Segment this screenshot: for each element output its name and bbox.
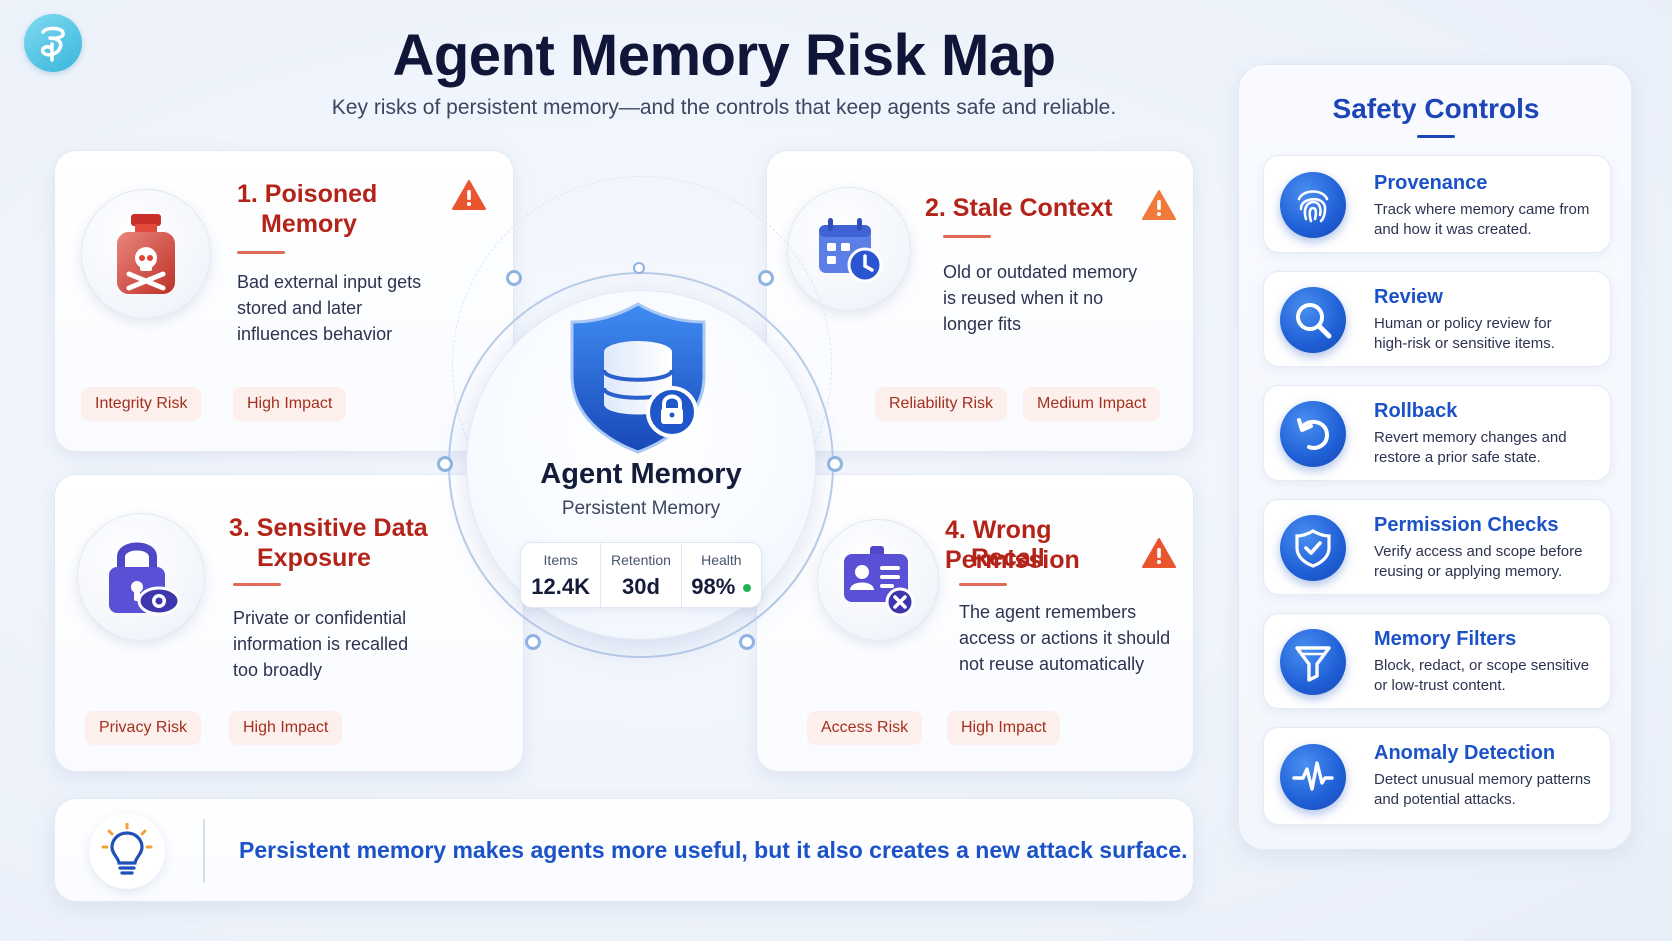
funnel-icon-disc xyxy=(1280,629,1346,695)
undo-arrow-icon xyxy=(1297,418,1330,450)
risk-description: Private or confidential information is r… xyxy=(233,608,409,680)
magnifier-icon xyxy=(1296,303,1332,339)
risk-category-tag: Reliability Risk xyxy=(875,387,1008,421)
page-subtitle: Key risks of persistent memory—and the c… xyxy=(331,96,1117,119)
risk-description: Bad external input gets stored and later… xyxy=(237,272,422,344)
hub-connector-node xyxy=(437,456,453,472)
health-status-dot xyxy=(743,584,752,593)
control-description: Verify access and scope before reusing o… xyxy=(1374,543,1583,580)
brand-logo[interactable] xyxy=(24,14,82,72)
fingerprint-icon-disc xyxy=(1280,172,1346,238)
funnel-icon xyxy=(1295,646,1331,682)
warning-icon xyxy=(1142,190,1176,220)
control-title: Anomaly Detection xyxy=(1374,742,1556,764)
risk-title-line1: 1. Poisoned xyxy=(237,180,378,208)
stat-health: Health 98% xyxy=(680,543,761,607)
control-title: Permission Checks xyxy=(1374,514,1559,536)
impact-tag: High Impact xyxy=(229,711,343,745)
control-title: Rollback xyxy=(1374,400,1458,422)
impact-tag: Medium Impact xyxy=(1023,387,1161,421)
stat-items: Items 12.4K xyxy=(531,552,591,599)
risk-title-line2: Memory xyxy=(261,210,357,238)
title-underline xyxy=(959,583,1007,586)
brand-logo-icon xyxy=(40,26,65,62)
warning-icon xyxy=(452,180,486,210)
control-memory-filters[interactable]: Memory Filters Block, redact, or scope s… xyxy=(1263,613,1611,709)
calendar-clock-icon xyxy=(819,218,883,283)
risk-icon-disc xyxy=(77,513,205,641)
banner-divider xyxy=(203,819,205,883)
risk-title-line1: 3. Sensitive Data xyxy=(229,514,428,542)
risk-title: 2. Stale Context xyxy=(925,194,1113,222)
control-description: Block, redact, or scope sensitive or low… xyxy=(1374,657,1590,694)
lightbulb-icon-disc xyxy=(89,813,165,889)
hub-connector-node xyxy=(506,270,522,286)
risk-title-line2: Recall xyxy=(971,544,1045,572)
risk-category-tag: Privacy Risk xyxy=(85,711,202,745)
control-title: Provenance xyxy=(1374,172,1488,194)
shield-check-icon-disc xyxy=(1280,515,1346,581)
hub-connector-node xyxy=(525,634,541,650)
impact-tag: High Impact xyxy=(233,387,347,421)
id-badge-denied-icon xyxy=(844,546,915,617)
risk-card-wrong-permission-recall[interactable]: 4. Wrong Permission Recall The agent rem… xyxy=(756,474,1194,772)
risk-card-poisoned-memory[interactable]: 1. Poisoned Memory Bad external input ge… xyxy=(54,150,514,452)
risk-title-line1: 4. Wrong Permission xyxy=(945,516,1080,574)
undo-arrow-icon-disc xyxy=(1280,401,1346,467)
banner-text: Persistent memory makes agents more usef… xyxy=(239,837,1188,863)
pulse-icon xyxy=(1292,761,1334,791)
control-title: Memory Filters xyxy=(1374,628,1517,650)
control-title: Review xyxy=(1374,286,1443,308)
hub-connector-node xyxy=(739,634,755,650)
risk-category-tag: Integrity Risk xyxy=(81,387,202,421)
control-description: Detect unusual memory patterns and poten… xyxy=(1374,771,1591,808)
warning-icon xyxy=(1142,538,1176,568)
title-underline xyxy=(237,251,285,254)
hub-connector-node xyxy=(758,270,774,286)
risk-description: Old or outdated memory is reused when it… xyxy=(943,262,1138,334)
hub-connector-node xyxy=(827,456,843,472)
poison-bottle-icon xyxy=(117,214,175,294)
title-underline xyxy=(1417,135,1455,138)
control-description: Track where memory came from and how it … xyxy=(1374,201,1590,238)
hub-connector-node xyxy=(633,262,645,274)
control-review[interactable]: Review Human or policy review for high-r… xyxy=(1263,271,1611,367)
control-permission-checks[interactable]: Permission Checks Verify access and scop… xyxy=(1263,499,1611,595)
impact-tag: High Impact xyxy=(947,711,1061,745)
hub-subtitle: Persistent Memory xyxy=(561,498,721,519)
control-provenance[interactable]: Provenance Track where memory came from … xyxy=(1263,155,1611,253)
control-description: Human or policy review for high-risk or … xyxy=(1374,315,1555,352)
shield-database-icon xyxy=(570,302,706,454)
risk-card-stale-context[interactable]: 2. Stale Context Old or outdated memory … xyxy=(766,150,1194,452)
fingerprint-icon xyxy=(1297,190,1329,223)
risk-card-sensitive-data-exposure[interactable]: 3. Sensitive Data Exposure Private or co… xyxy=(54,474,524,772)
memory-stats-panel: Items 12.4K Retention 30d Health 98% xyxy=(520,542,762,608)
risk-description: The agent remembers access or actions it… xyxy=(959,602,1171,674)
magnifier-icon-disc xyxy=(1280,287,1346,353)
title-underline xyxy=(233,583,281,586)
risk-title-line2: Exposure xyxy=(257,544,371,572)
title-underline xyxy=(943,235,991,238)
stat-retention: Retention 30d xyxy=(600,543,680,607)
hub-title: Agent Memory xyxy=(540,458,742,490)
risk-icon-disc xyxy=(817,519,939,641)
risk-icon-disc xyxy=(81,189,211,319)
risk-category-tag: Access Risk xyxy=(807,711,923,745)
lock-eye-icon xyxy=(109,542,181,616)
key-insight-banner: Persistent memory makes agents more usef… xyxy=(54,798,1194,902)
safety-controls-title: Safety Controls xyxy=(1332,93,1540,124)
control-description: Revert memory changes and restore a prio… xyxy=(1374,429,1567,466)
page-title: Agent Memory Risk Map xyxy=(392,23,1056,88)
pulse-icon-disc xyxy=(1280,744,1346,810)
lightbulb-icon xyxy=(101,823,153,875)
control-rollback[interactable]: Rollback Revert memory changes and resto… xyxy=(1263,385,1611,481)
control-anomaly-detection[interactable]: Anomaly Detection Detect unusual memory … xyxy=(1263,727,1611,825)
shield-check-icon xyxy=(1295,529,1331,568)
safety-controls-panel: Safety Controls Provenance Track where m… xyxy=(1238,64,1632,850)
